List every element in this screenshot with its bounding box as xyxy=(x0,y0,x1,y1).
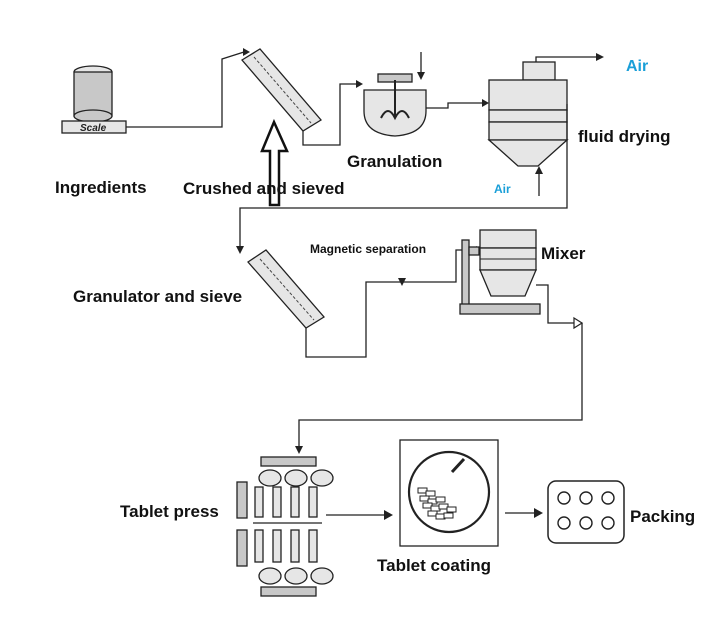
granulation-label: Granulation xyxy=(347,152,442,171)
magnetic-separation-label: Magnetic separation xyxy=(310,242,426,256)
flow-line-crusher-to-granulation xyxy=(302,83,356,146)
crusher-sieve-equipment xyxy=(241,48,322,132)
flow-line-mixer-out xyxy=(536,284,574,324)
tablet-coating-label: Tablet coating xyxy=(377,556,491,575)
hollow-arrow-icon xyxy=(573,316,584,330)
fluid-dryer-equipment xyxy=(487,61,569,167)
packing-label: Packing xyxy=(630,507,695,526)
granulator-sieve-label: Granulator and sieve xyxy=(73,287,242,306)
scale-label: Scale xyxy=(80,123,107,134)
flow-line-granulation-to-dryer xyxy=(426,102,482,109)
tablet-press-equipment xyxy=(236,456,334,597)
mixer-equipment xyxy=(459,229,541,315)
flow-line-to-tablet-press xyxy=(298,323,583,448)
granulator-sieve-equipment xyxy=(247,249,325,329)
packing-equipment xyxy=(547,480,625,544)
flow-line-scale-to-crusher xyxy=(126,51,245,128)
hollow-up-arrow-icon xyxy=(260,118,289,207)
mixer-label: Mixer xyxy=(541,244,586,263)
granulation-vessel-equipment xyxy=(363,52,427,137)
flow-line-dryer-to-granulator xyxy=(239,104,568,248)
magnetic-separation-arrow-icon xyxy=(398,278,406,286)
air-out-label: Air xyxy=(626,58,648,75)
flow-line-air-out xyxy=(535,56,596,62)
tablet-press-label: Tablet press xyxy=(120,502,219,521)
air-in-label: Air xyxy=(494,182,511,196)
scale-equipment: Scale xyxy=(61,65,127,134)
flow-line-granulator-to-mixer xyxy=(305,249,478,358)
ingredients-label: Ingredients xyxy=(55,178,147,197)
crushed-sieved-label: Crushed and sieved xyxy=(183,179,345,198)
fluid-drying-label: fluid drying xyxy=(578,127,671,146)
tablet-coating-equipment xyxy=(399,439,499,547)
